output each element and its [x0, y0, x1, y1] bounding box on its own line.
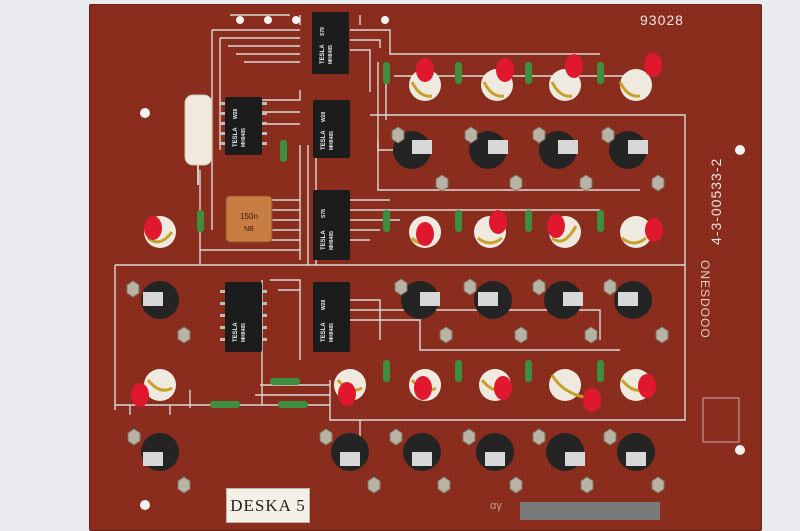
chip-date: S78: [320, 27, 326, 36]
chip-date: W28: [321, 112, 327, 123]
ic-chip-6: TESLA MH8485 W28: [313, 282, 350, 352]
led: [479, 369, 512, 401]
capacitor-tolerance: NB: [244, 226, 254, 233]
switch: [403, 433, 441, 471]
led: [409, 216, 441, 248]
board-number: 93028: [640, 12, 684, 28]
ic-chip-1: TESLA MH8485 W28: [225, 97, 262, 155]
switch: [614, 281, 652, 319]
switch: [331, 433, 369, 471]
switch: [609, 131, 648, 169]
chip-brand: TESLA: [233, 322, 239, 342]
marking-box: [702, 397, 740, 443]
maker-text: ONESDOOO: [698, 260, 712, 339]
ic-chip-4: TESLA MH8485 S78: [313, 190, 350, 260]
chip-part: MH8485: [329, 231, 335, 250]
led: [547, 214, 581, 248]
chip-brand: TESLA: [321, 230, 327, 250]
switch: [141, 281, 179, 319]
mounting-hole: [140, 108, 150, 118]
led: [144, 216, 176, 248]
led: [620, 216, 663, 248]
led: [618, 53, 662, 101]
resistors: [197, 62, 604, 408]
led: [334, 369, 366, 406]
chip-brand: TESLA: [321, 322, 327, 342]
mounting-holes: [140, 16, 745, 510]
chip-part: MH8485: [329, 131, 335, 150]
led-array: [131, 53, 663, 412]
mounting-hole: [236, 16, 244, 24]
led: [549, 369, 601, 412]
chip-brand: TESLA: [233, 127, 239, 147]
ic-chip-2: TESLA MH8485 W28: [313, 100, 350, 158]
hex-nuts: [126, 126, 669, 494]
switch: [474, 281, 512, 319]
chip-part: MH8485: [241, 128, 247, 147]
switch: [476, 433, 514, 471]
switch-array: [141, 131, 655, 471]
switch: [469, 131, 508, 169]
chip-date: W28: [321, 300, 327, 311]
capacitor: 150n NB: [225, 195, 273, 243]
mounting-hole: [381, 16, 389, 24]
part-number: 4-3-00533-2: [708, 157, 724, 245]
led: [620, 369, 656, 401]
chip-brand: TESLA: [321, 130, 327, 150]
switch: [544, 281, 583, 319]
mounting-hole: [292, 16, 300, 24]
chip-part: MH8485: [328, 45, 334, 64]
chip-date: S78: [321, 209, 327, 218]
ic-chip-5: TESLA MH8485: [225, 282, 262, 352]
power-resistor: [184, 94, 213, 185]
mounting-hole: [735, 445, 745, 455]
chip-pins: [220, 102, 267, 341]
board-label: DESKA 5: [226, 488, 310, 523]
switch: [141, 433, 179, 471]
switch: [546, 433, 585, 471]
led: [481, 58, 514, 101]
switch: [401, 281, 440, 319]
led: [409, 369, 441, 401]
edge-connector: [520, 502, 660, 520]
chip-brand: TESLA: [320, 44, 326, 64]
ic-chip-3: TESLA MH8485 S78: [312, 12, 349, 74]
capacitor-value: 150n: [240, 212, 258, 221]
switch: [539, 131, 578, 169]
chip-part: MH8485: [329, 323, 335, 342]
led: [549, 54, 583, 101]
small-code: αγ: [490, 500, 502, 512]
led: [474, 210, 507, 248]
mounting-hole: [140, 500, 150, 510]
chip-date: W28: [233, 109, 239, 120]
mounting-hole: [264, 16, 272, 24]
led: [131, 369, 176, 407]
mounting-hole: [735, 145, 745, 155]
led: [409, 58, 441, 101]
switch: [617, 433, 655, 471]
chip-part: MH8485: [241, 323, 247, 342]
